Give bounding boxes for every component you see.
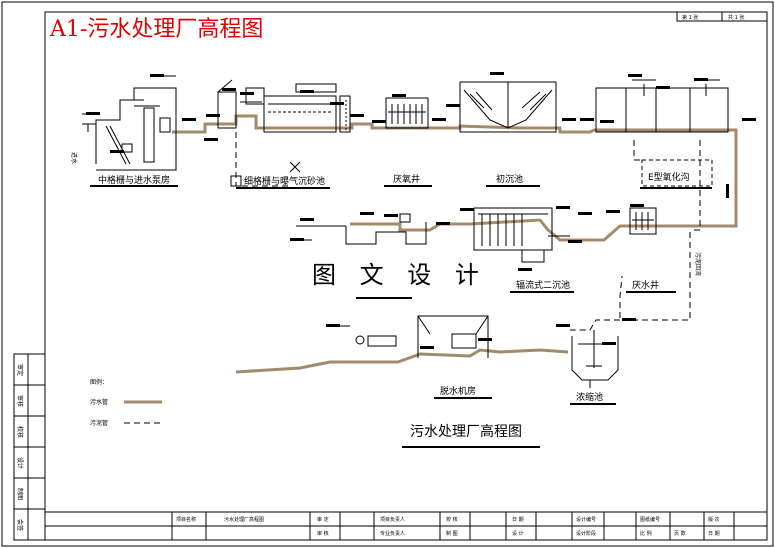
unit-sludge-thickener [571,330,619,388]
sheet-total: 共 1 张 [728,14,744,21]
side-strip-6: 会签 [16,519,24,531]
sewage-pipe-row3 [235,348,569,374]
tb-sheet: 页 数 [674,530,686,537]
legend: 图例： 污水管 污泥管 [90,378,162,427]
tb-check: 校 核 [446,516,458,523]
side-strip-4: 设计 [16,457,24,469]
label-screen-pump: 中格栅与进水泵房 [98,174,170,186]
tb-project-name-label: 项目名称 [176,516,196,523]
label-secondary-clarifier: 辐流式二沉池 [516,279,570,291]
label-fine-screen: 细格栅与曝气沉砂池 [244,175,325,187]
tb-date2: 日 期 [708,531,720,537]
tb-discipline-lead: 专业负责人 [380,530,405,537]
elevation-markers [86,72,756,349]
drawing-title: A1-污水处理厂高程图 [49,17,263,42]
sheet-number: 第 1 张 [682,14,698,21]
unit-primary-clarifier [459,81,557,133]
drawing-caption: 污水处理厂高程图 [410,423,522,440]
label-anaerobic-1: 厌氧井 [393,173,420,185]
watermark: 图 文 设 计 [312,261,487,289]
tb-design-stage: 设计阶段 [576,530,596,537]
unit-dewatering [326,315,489,358]
tb-review: 审 核 [317,530,329,537]
side-strip-2: 审核 [16,395,24,407]
tb-project-name: 污水处理厂高程图 [224,516,264,523]
side-strip: 审定 审核 校核 设计 制图 会签 [13,353,46,541]
inlet-label: 进水 [70,152,78,164]
label-oxidation-ditch: E型氧化沟 [648,171,690,183]
title-block: 项目名称 污水处理厂高程图 审 定 项目负责人 校 核 日 期 设计编号 图纸编… [44,511,768,541]
tb-design-no: 设计编号 [576,516,596,523]
tb-scale: 比 例 [640,530,652,537]
side-strip-5: 制图 [16,488,24,500]
label-return-sludge: 污泥回流 [694,252,702,276]
label-sludge-thickener: 浓缩池 [576,391,603,403]
sludge-pipe-3 [690,140,701,231]
tb-version: 版 次 [708,516,720,523]
sludge-pipe-2 [633,140,642,161]
legend-sludge-label: 污泥管 [90,419,108,427]
label-dewatering: 脱水机房 [440,385,476,397]
legend-sewage-label: 污水管 [90,398,108,406]
tb-drawing-no: 图纸编号 [640,516,660,523]
tb-approve: 审 定 [317,516,329,523]
sludge-pipe-5 [570,319,620,331]
sewage-pipe-row2 [350,218,654,242]
label-primary-clarifier: 初沉池 [496,173,523,185]
unit-screen-pump: 进水 [70,75,177,171]
unit-fine-screen [217,79,351,187]
side-strip-1: 审定 [16,364,24,376]
tb-project-lead: 项目负责人 [380,516,405,523]
label-anaerobic-2: 厌水井 [632,279,659,291]
side-strip-3: 校核 [16,426,24,438]
unit-anaerobic-2 [629,207,657,235]
sludge-pipe-4 [619,232,691,321]
legend-heading: 图例： [90,378,108,386]
tb-date: 日 期 [512,517,524,523]
unit-secondary-clarifier [473,207,570,263]
unit-anaerobic-1 [385,97,429,129]
sludge-pipe-1 [235,132,292,187]
tb-design: 设 计 [512,530,524,537]
tb-drafting: 制 图 [446,530,458,537]
